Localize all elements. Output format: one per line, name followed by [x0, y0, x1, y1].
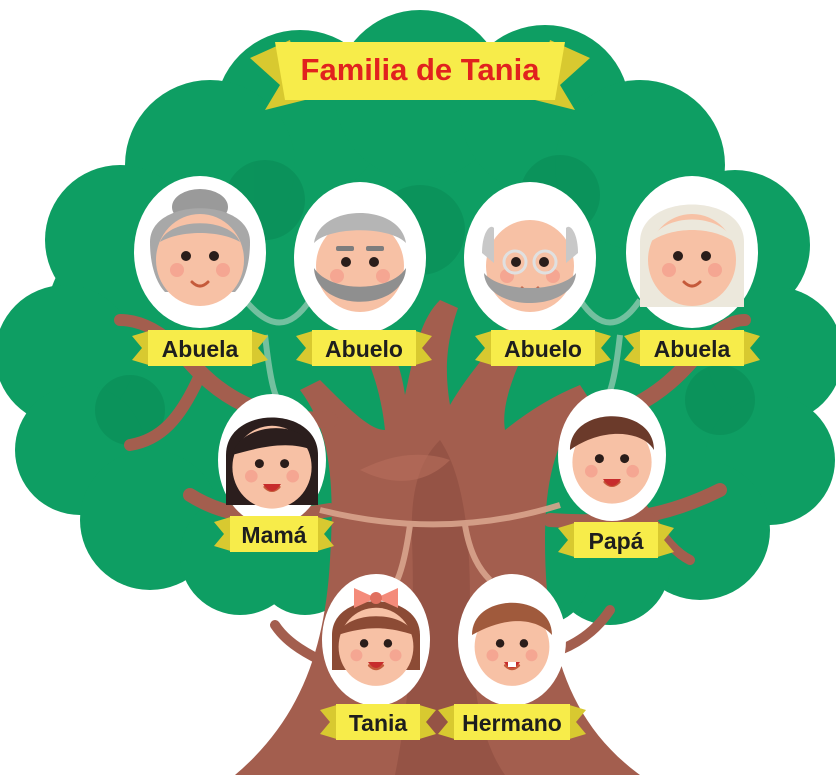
name-ribbons: Abuela Abuelo Abuelo Abuela Mamá: [132, 330, 760, 740]
portrait-abuelo-2: [464, 182, 596, 334]
mother-portrait-icon: [226, 417, 318, 510]
girl-with-bow-portrait-icon: [332, 588, 420, 688]
grandmother-portrait-icon: [150, 189, 250, 308]
name-label-papa: Papá: [589, 528, 644, 554]
title-ribbon: Familia de Tania: [250, 40, 590, 110]
name-label-mama: Mamá: [241, 522, 306, 548]
name-ribbon-papa: Papá: [558, 522, 674, 558]
name-label-abuela-1: Abuela: [162, 336, 239, 362]
grandmother-white-hair-portrait-icon: [640, 204, 744, 308]
father-portrait-icon: [570, 416, 654, 505]
name-label-abuelo-1: Abuelo: [325, 336, 403, 362]
name-label-hermano: Hermano: [462, 710, 562, 736]
portrait-hermano: [458, 574, 566, 706]
grandfather-glasses-portrait-icon: [482, 218, 578, 314]
name-ribbon-abuelo-2: Abuelo: [475, 330, 611, 366]
name-ribbon-mama: Mamá: [214, 516, 334, 552]
portrait-mama: [218, 394, 326, 526]
portrait-abuelo-1: [294, 182, 426, 334]
grandfather-bearded-portrait-icon: [314, 213, 406, 314]
portrait-tania: [322, 574, 430, 706]
name-ribbon-abuela-1: Abuela: [132, 330, 268, 366]
tree-title: Familia de Tania: [301, 52, 541, 87]
portrait-papa: [558, 389, 666, 521]
name-label-tania: Tania: [349, 710, 408, 736]
name-ribbon-abuela-2: Abuela: [624, 330, 760, 366]
portrait-abuela-2: [626, 176, 758, 328]
name-label-abuela-2: Abuela: [654, 336, 731, 362]
boy-portrait-icon: [472, 602, 552, 688]
portraits: [134, 176, 758, 706]
name-ribbon-abuelo-1: Abuelo: [296, 330, 432, 366]
name-ribbon-hermano: Hermano: [438, 704, 586, 740]
portrait-abuela-1: [134, 176, 266, 328]
name-label-abuelo-2: Abuelo: [504, 336, 582, 362]
name-ribbon-tania: Tania: [320, 704, 436, 740]
